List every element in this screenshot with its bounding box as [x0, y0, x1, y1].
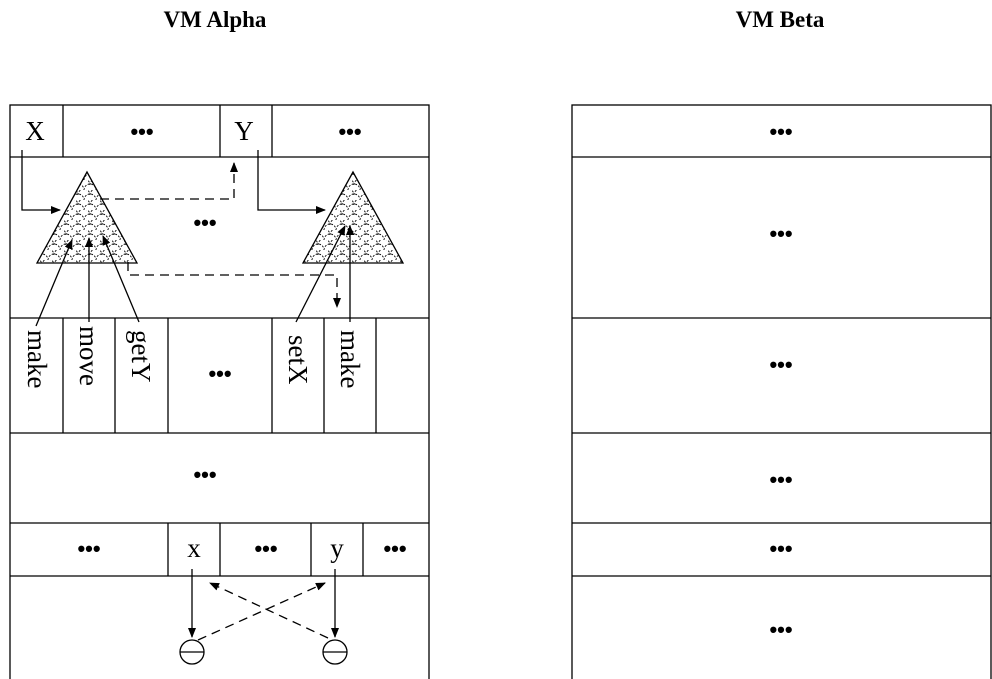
alpha-field-ellipsis-1: •••	[77, 536, 100, 561]
alpha-method-getY: getY	[126, 330, 156, 382]
alpha-method-make: make	[22, 330, 52, 388]
alpha-object-circle-right	[323, 640, 347, 664]
beta-row-2-ellipsis: •••	[769, 221, 792, 246]
beta-row-5-ellipsis: •••	[769, 536, 792, 561]
alpha-cell-Y: Y	[234, 116, 254, 146]
vm-beta-panel: ••• ••• ••• ••• ••• •••	[572, 105, 991, 679]
alpha-method-ellipsis: •••	[208, 361, 231, 386]
vm-beta-title: VM Beta	[736, 7, 825, 32]
alpha-method-setX: setX	[283, 335, 313, 385]
beta-row-4-ellipsis: •••	[769, 467, 792, 492]
beta-row-3-ellipsis: •••	[769, 352, 792, 377]
alpha-field-x: x	[187, 533, 201, 563]
vm-alpha-panel: X ••• Y ••• ••• make move getY ••• setX …	[10, 105, 429, 679]
alpha-field-ellipsis-3: •••	[383, 536, 406, 561]
alpha-top-ellipsis-1: •••	[130, 119, 153, 144]
alpha-object-circle-left	[180, 640, 204, 664]
vm-alpha-title: VM Alpha	[164, 7, 267, 32]
alpha-field-ellipsis-2: •••	[254, 536, 277, 561]
alpha-cell-X: X	[25, 116, 45, 146]
beta-row-6-ellipsis: •••	[769, 617, 792, 642]
alpha-field-y: y	[330, 533, 344, 563]
beta-row-1-ellipsis: •••	[769, 119, 792, 144]
alpha-tree-ellipsis: •••	[193, 210, 216, 235]
alpha-method-move: move	[74, 326, 104, 386]
alpha-middle-ellipsis: •••	[193, 462, 216, 487]
alpha-method-make-2: make	[335, 330, 365, 388]
alpha-top-ellipsis-2: •••	[338, 119, 361, 144]
